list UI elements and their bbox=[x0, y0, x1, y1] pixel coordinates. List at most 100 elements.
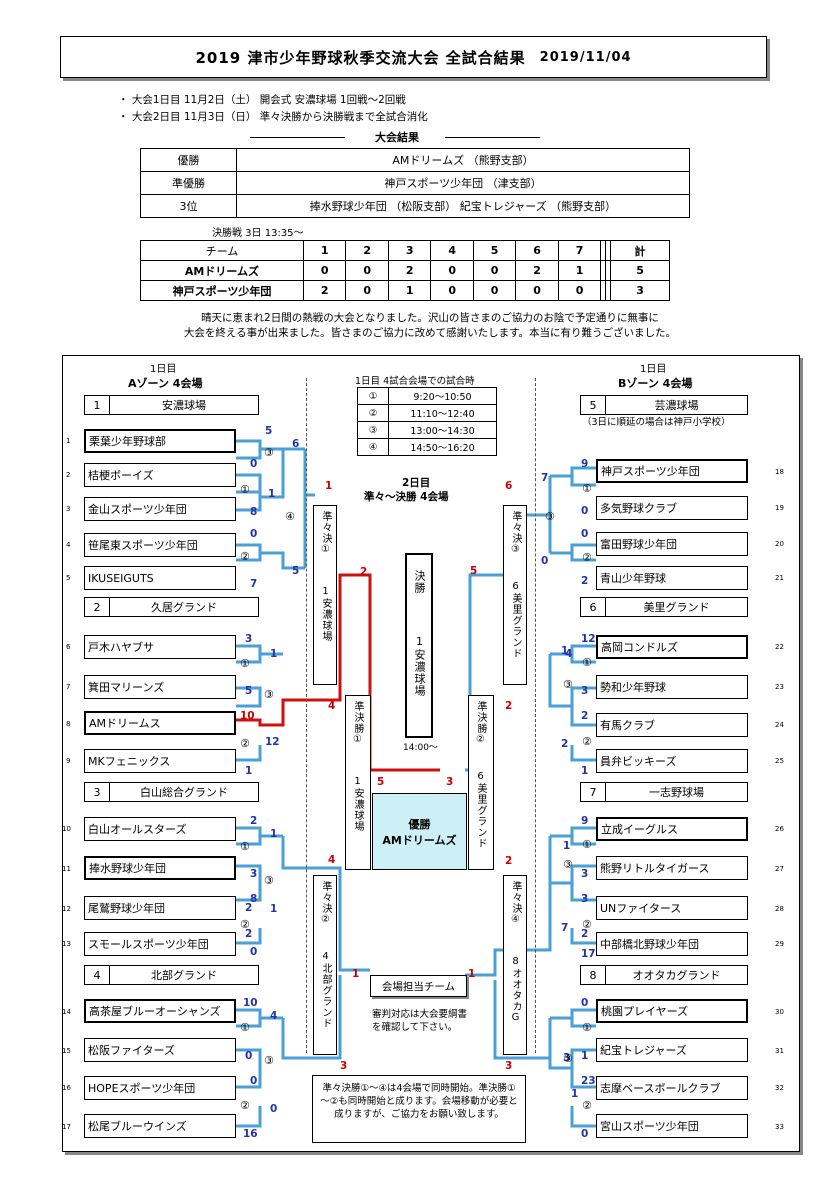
champion-box: 優勝 AMドリームズ bbox=[372, 793, 467, 870]
score-left: 4 bbox=[328, 700, 336, 712]
score-cell: 0 bbox=[430, 280, 474, 301]
score-left: 5 bbox=[265, 425, 273, 437]
team-no: 2 bbox=[66, 471, 71, 479]
score-left: 10 bbox=[243, 997, 258, 1009]
team-box: 戸木ハヤブサ bbox=[84, 635, 236, 659]
score-right: 3 bbox=[581, 868, 589, 880]
message-line: 晴天に恵まれ2日間の熱戦の大会となりました。沢山の皆さまのご協力のお陰で予定通り… bbox=[201, 312, 659, 324]
team-box: 高茶屋ブルーオーシャンズ bbox=[84, 999, 236, 1023]
team-box: 多気野球クラブ bbox=[596, 496, 748, 520]
round-marker: ③ bbox=[264, 1054, 274, 1067]
team-no: 27 bbox=[775, 865, 784, 873]
team-no: 19 bbox=[775, 504, 784, 512]
round-marker: ③ bbox=[264, 446, 274, 459]
round-marker: ① bbox=[240, 1021, 250, 1034]
team-box: 金山スポーツ少年団 bbox=[84, 497, 236, 521]
final-caption: 決勝戦 3日 13:35～ bbox=[212, 228, 304, 239]
score-right: 17 bbox=[581, 948, 596, 960]
score-right: 0 bbox=[581, 528, 589, 540]
final-time: 14:00～ bbox=[403, 743, 438, 753]
sf-label: 準決勝① bbox=[352, 701, 363, 746]
guide-line bbox=[535, 378, 536, 1053]
divider bbox=[445, 137, 540, 138]
team-box: 神戸スポーツ少年団 bbox=[596, 459, 748, 483]
venue-no: 3 bbox=[85, 783, 110, 801]
team-no: 17 bbox=[62, 1123, 71, 1131]
venue-no: 2 bbox=[85, 598, 110, 616]
score-right: 2 bbox=[505, 855, 513, 867]
score-left: 0 bbox=[270, 1103, 278, 1115]
score-right: 0 bbox=[541, 555, 549, 567]
team-no: 15 bbox=[62, 1047, 71, 1055]
qf-venue: 4北部グランド bbox=[320, 951, 331, 1029]
venue-no: 8 bbox=[581, 966, 606, 984]
schedule-time: 13:00～14:30 bbox=[388, 421, 497, 439]
team-no: 26 bbox=[775, 825, 784, 833]
team-box: HOPEスポーツ少年団 bbox=[84, 1076, 236, 1100]
message-line: 大会を終える事が出来ました。皆さまのご協力に改めて感謝いたします。本当に有り難う… bbox=[183, 327, 677, 339]
score-right: 1 bbox=[561, 645, 569, 657]
score-left: 3 bbox=[340, 1060, 348, 1072]
score-right: 2 bbox=[581, 928, 589, 940]
score-right: 9 bbox=[581, 815, 589, 827]
team-box: 紀宝トレジャーズ bbox=[596, 1038, 748, 1062]
bracket-lines-blue bbox=[236, 439, 596, 1128]
divider bbox=[250, 137, 345, 138]
round-marker: ② bbox=[582, 1099, 592, 1112]
round-marker: ③ bbox=[545, 510, 555, 523]
score-left: 16 bbox=[243, 1128, 258, 1140]
score-right: 1 bbox=[581, 765, 589, 777]
round-marker: ① bbox=[240, 657, 250, 670]
day2-label: 2日目 bbox=[402, 477, 431, 489]
score-cell: 0 bbox=[557, 280, 602, 301]
schedule-no: ② bbox=[357, 404, 389, 422]
title-date: 2019/11/04 bbox=[539, 49, 632, 65]
score-right: 1 bbox=[571, 1088, 579, 1100]
score-right: 5 bbox=[470, 565, 478, 577]
score-right: 3 bbox=[581, 685, 589, 697]
team-box: AMドリームス bbox=[84, 711, 236, 735]
note-day2: ・ 大会2日目 11月3日（日） 準々決勝から決勝戦まで全試合消化 bbox=[118, 111, 428, 123]
result-value: 神戸スポーツ少年団 （津支部） bbox=[236, 171, 690, 195]
score-total: 3 bbox=[610, 280, 670, 301]
team-box: 松尾ブルーウインズ bbox=[84, 1114, 236, 1138]
round-marker: ① bbox=[582, 1021, 592, 1034]
team-box: MKフェニックス bbox=[84, 749, 236, 773]
result-label: 3位 bbox=[140, 194, 237, 218]
left-day: 1日目 bbox=[150, 364, 177, 375]
score-left: 0 bbox=[250, 946, 258, 958]
team-box: 熊野リトルタイガース bbox=[596, 856, 748, 880]
left-zone: Aゾーン 4会場 bbox=[128, 377, 203, 390]
team-no: 12 bbox=[62, 905, 71, 913]
team-box: 勢和少年野球 bbox=[596, 675, 748, 699]
score-right: 0 bbox=[581, 505, 589, 517]
page-title: 2019 津市少年野球秋季交流大会 全試合結果 2019/11/04 bbox=[60, 36, 767, 78]
round-marker: ① bbox=[240, 483, 250, 496]
schedule-no: ④ bbox=[357, 438, 389, 456]
team-no: 7 bbox=[66, 683, 71, 691]
champion-label: 優勝 bbox=[408, 817, 431, 831]
results-heading: 大会結果 bbox=[375, 131, 419, 144]
score-team: 神戸スポーツ少年団 bbox=[140, 280, 304, 301]
round-marker: ① bbox=[582, 656, 592, 669]
venue-team-note: 審判対応は大会要綱書を確認して下さい。 bbox=[372, 1009, 468, 1033]
team-box: 高岡コンドルズ bbox=[596, 635, 748, 659]
final-label: 決勝 bbox=[413, 570, 426, 594]
score-cell: 1 bbox=[387, 280, 432, 301]
schedule-no: ③ bbox=[357, 421, 389, 439]
score-left: 8 bbox=[250, 893, 258, 905]
score-left: 6 bbox=[292, 438, 300, 450]
schedule-title: 1日目 4試合会場での試合時 bbox=[355, 376, 475, 387]
team-box: 青山少年野球 bbox=[596, 566, 748, 590]
round-marker: ① bbox=[582, 838, 592, 851]
team-no: 3 bbox=[66, 505, 71, 513]
